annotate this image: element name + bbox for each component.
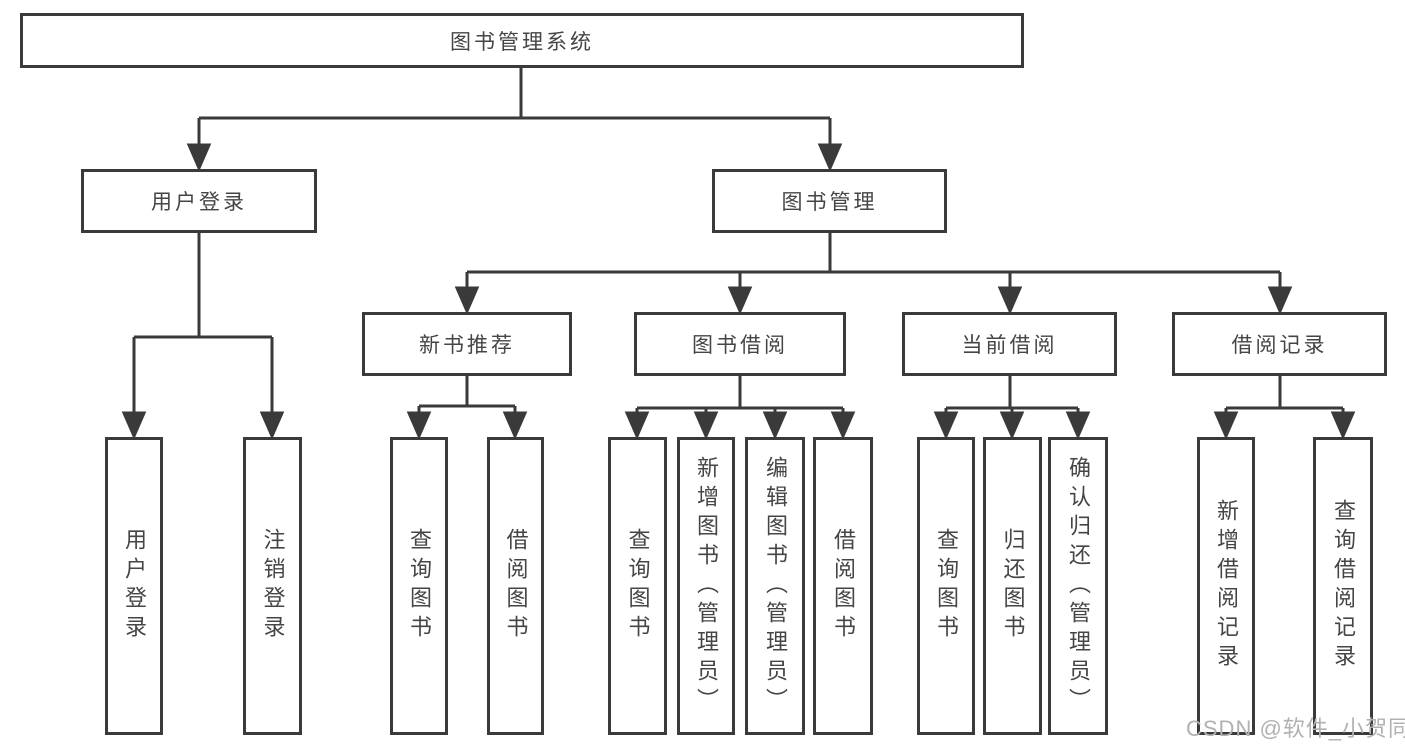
connector-bookborrow-to-leaves bbox=[624, 376, 856, 440]
leaf-borrow-query-books: 查询图书 bbox=[608, 437, 667, 735]
node-current-borrow: 当前借阅 bbox=[902, 312, 1117, 376]
leaf-borrow-add-books-admin: 新增图书（管理员） bbox=[677, 437, 735, 735]
node-user-login: 用户登录 bbox=[81, 169, 317, 233]
leaf-borrow-edit-books-admin: 编辑图书（管理员） bbox=[745, 437, 805, 735]
node-root-system: 图书管理系统 bbox=[20, 13, 1024, 68]
node-book-management: 图书管理 bbox=[712, 169, 947, 233]
connector-userlogin-to-leaves bbox=[121, 233, 285, 440]
leaf-newbooks-query-books: 查询图书 bbox=[390, 437, 448, 735]
connector-newbooks-to-leaves bbox=[406, 376, 528, 440]
leaf-records-add-record: 新增借阅记录 bbox=[1197, 437, 1255, 735]
connector-currentborrow-to-leaves bbox=[933, 376, 1091, 440]
node-book-borrow: 图书借阅 bbox=[634, 312, 846, 376]
leaf-current-return-books: 归还图书 bbox=[983, 437, 1042, 735]
leaf-current-confirm-return-admin: 确认归还（管理员） bbox=[1048, 437, 1108, 735]
csdn-watermark: CSDN @软件_小贺同学 bbox=[1186, 716, 1405, 741]
leaf-user-login: 用户登录 bbox=[105, 437, 163, 735]
leaf-borrow-borrow-books: 借阅图书 bbox=[813, 437, 873, 735]
leaf-current-query-books: 查询图书 bbox=[917, 437, 975, 735]
connector-bookmgmt-to-level3 bbox=[454, 233, 1293, 315]
node-new-book-recommend: 新书推荐 bbox=[362, 312, 572, 376]
leaf-records-query-record: 查询借阅记录 bbox=[1313, 437, 1373, 735]
leaf-newbooks-borrow-books: 借阅图书 bbox=[487, 437, 544, 735]
leaf-logout: 注销登录 bbox=[243, 437, 302, 735]
connector-root-to-level2 bbox=[186, 67, 843, 172]
connector-records-to-leaves bbox=[1213, 376, 1356, 440]
node-borrow-records: 借阅记录 bbox=[1172, 312, 1387, 376]
